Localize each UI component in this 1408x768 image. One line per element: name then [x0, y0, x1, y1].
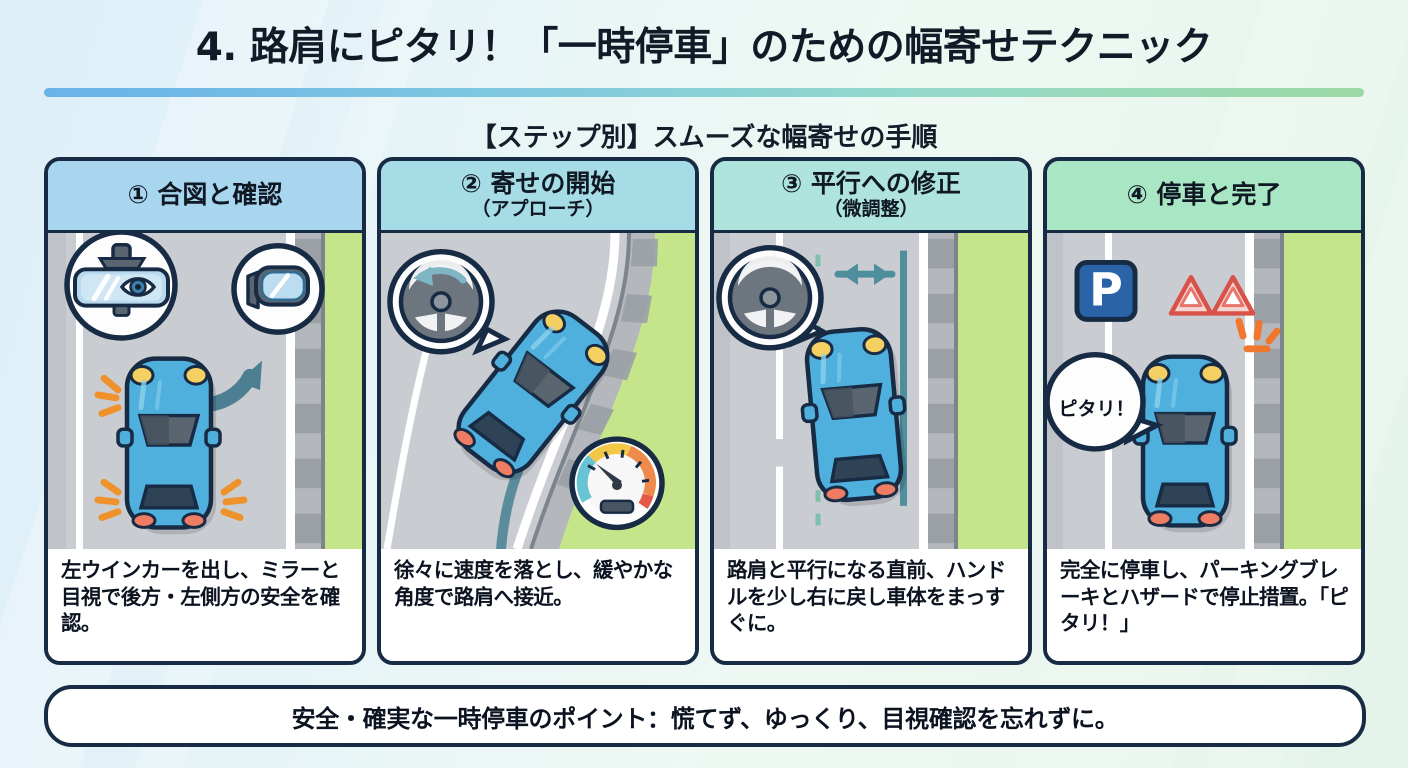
speech-bubble-label: ピタリ！ [1058, 398, 1135, 420]
page-subtitle: 【ステップ別】スムーズな幅寄せの手順 [470, 123, 938, 153]
car-top-view-icon [800, 327, 907, 507]
step-card-2-subtitle: （アプローチ） [471, 197, 605, 220]
step-card-2-header: ② 寄せの開始 （アプローチ） [381, 161, 695, 233]
step-card-2-title: ② 寄せの開始 [460, 169, 616, 199]
rearview-mirror-icon [64, 233, 178, 341]
step-card-3: ③ 平行への修正 （微調整） [710, 157, 1032, 665]
steering-wheel-icon [387, 248, 511, 356]
step-card-2-illustration [381, 233, 695, 549]
header: 4. 路肩にピタリ！「一時停車」のための幅寄せテクニック 【ステップ別】スムーズ… [0, 0, 1408, 154]
step-card-1-header: ① 合図と確認 [48, 161, 362, 233]
title-divider [44, 88, 1364, 97]
step-card-3-illustration [714, 233, 1028, 549]
turn-signal-flash-icon [94, 374, 248, 522]
parking-sign-icon: P [1074, 259, 1138, 322]
speech-bubble-icon [1047, 352, 1164, 452]
step-card-1-illustration [48, 233, 362, 549]
step-card-1-body: 左ウインカーを出し、ミラーと目視で後方・左側方の安全を確認。 [48, 549, 362, 661]
footer-text: 安全・確実な一時停車のポイント：慌てず、ゆっくり、目視確認を忘れずに。 [291, 704, 1119, 733]
footer-banner: 安全・確実な一時停車のポイント：慌てず、ゆっくり、目視確認を忘れずに。 [44, 685, 1366, 747]
step-card-4-body: 完全に停車し、パーキングブレーキとハザードで停止措置。「ピタリ！」 [1047, 549, 1361, 661]
eye-icon [119, 277, 157, 297]
car-top-view-icon [453, 309, 610, 481]
step-card-2-body: 徐々に速度を落とし、緩やかな角度で路肩へ接近。 [381, 549, 695, 661]
hazard-flash-icon [1235, 317, 1281, 353]
hazard-triangle-icon [1168, 274, 1256, 316]
step-card-2: ② 寄せの開始 （アプローチ） [377, 157, 699, 665]
speedometer-icon [569, 436, 665, 531]
step-card-4-title: ④ 停車と完了 [1126, 180, 1282, 210]
step-card-1-title: ① 合図と確認 [127, 180, 283, 210]
steps-container: ① 合図と確認 [44, 157, 1366, 665]
car-top-view-icon [1132, 354, 1238, 533]
step-card-3-subtitle: （微調整） [823, 197, 919, 220]
step-card-3-header: ③ 平行への修正 （微調整） [714, 161, 1028, 233]
side-mirror-icon [231, 243, 325, 335]
step-card-3-title: ③ 平行への修正 [781, 169, 961, 199]
svg-text:P: P [1089, 264, 1123, 316]
car-top-view-icon [116, 356, 222, 535]
step-card-1: ① 合図と確認 [44, 157, 366, 665]
reference-line-icon [900, 250, 907, 506]
steering-wheel-icon [716, 245, 828, 351]
step-card-4-illustration: P [1047, 233, 1361, 549]
page-title: 4. 路肩にピタリ！「一時停車」のための幅寄せテクニック [195, 25, 1213, 70]
rotate-left-arrow-icon [413, 266, 467, 286]
step-card-4: ④ 停車と完了 [1043, 157, 1365, 665]
step-card-4-header: ④ 停車と完了 [1047, 161, 1361, 233]
double-arrow-icon [834, 263, 896, 286]
curved-arrow-icon [200, 360, 262, 413]
step-card-3-body: 路肩と平行になる直前、ハンドルを少し右に戻し車体をまっすぐに。 [714, 549, 1028, 661]
